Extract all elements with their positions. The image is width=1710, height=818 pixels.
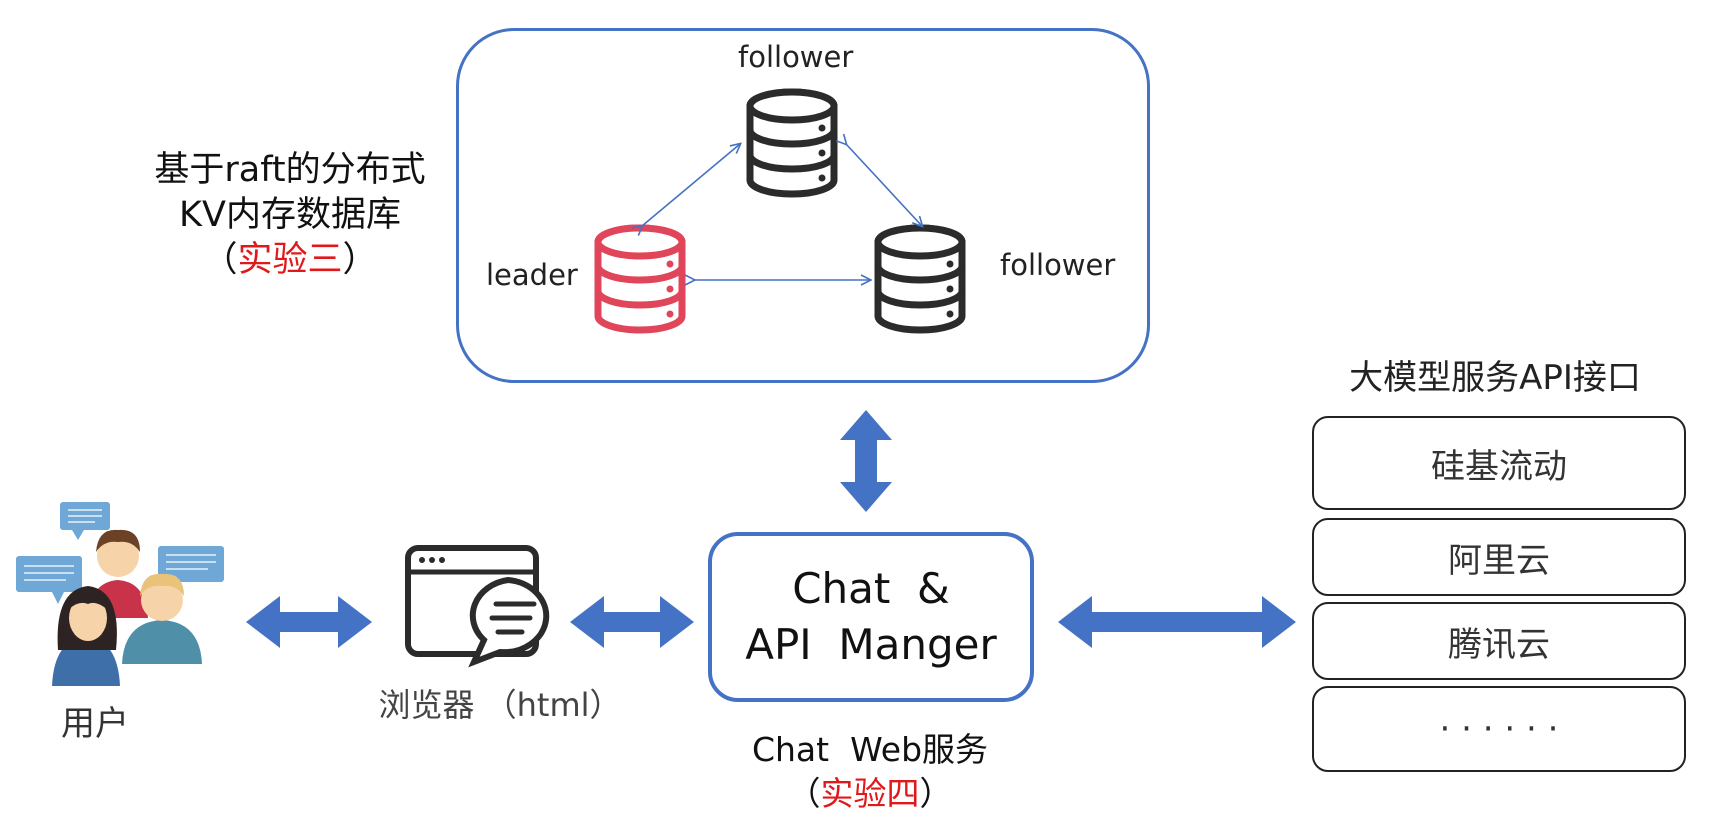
- chat-web-service-caption: Chat Web服务 （实验四）: [700, 728, 1040, 816]
- arrow-chat-api: [1058, 596, 1296, 648]
- node-label-right-follower: follower: [1000, 248, 1116, 282]
- arrow-browser-chat: [570, 596, 694, 648]
- database-icon-leader: [594, 224, 686, 334]
- chat-box-line1: Chat &: [792, 564, 950, 613]
- api-section-title: 大模型服务API接口: [1349, 358, 1641, 398]
- chat-lab-tag: （实验四）: [787, 774, 953, 813]
- node-label-top-follower: follower: [738, 40, 854, 74]
- arrow-user-browser: [246, 596, 372, 648]
- provider-aliyun: 阿里云: [1312, 518, 1686, 596]
- raft-lab-tag: （实验三）: [202, 240, 378, 280]
- provider-tencent-cloud: 腾讯云: [1312, 602, 1686, 680]
- arrow-top-to-right: [846, 144, 922, 226]
- browser-label: 浏览器 （html）: [378, 686, 622, 724]
- arrow-leader-to-top: [642, 144, 740, 226]
- database-icon-right-follower: [874, 224, 966, 334]
- provider-more: · · · · · ·: [1312, 686, 1686, 772]
- raft-title-line1: 基于raft的分布式: [154, 150, 426, 190]
- chat-caption-title: Chat Web服务: [751, 730, 989, 769]
- chat-lab-name: 实验四: [820, 774, 920, 813]
- raft-lab-name: 实验三: [237, 240, 343, 280]
- browser-window-icon: [405, 545, 550, 668]
- raft-title-line2: KV内存数据库: [179, 195, 401, 235]
- arrow-cluster-chat: [840, 410, 892, 512]
- raft-title: 基于raft的分布式 KV内存数据库 （实验三）: [120, 148, 460, 283]
- chat-bubble-icon: [16, 556, 82, 604]
- user-label: 用户: [61, 704, 129, 744]
- provider-siliconflow: 硅基流动: [1312, 416, 1686, 510]
- chat-bubble-icon: [60, 502, 110, 540]
- chat-box-line2: API Manger: [745, 620, 997, 669]
- users-icon: [16, 502, 224, 686]
- node-label-leader: leader: [486, 258, 578, 292]
- raft-cluster-box: [456, 28, 1150, 383]
- chat-api-manager-box: Chat & API Manger: [708, 532, 1034, 702]
- database-icon-top-follower: [746, 88, 838, 198]
